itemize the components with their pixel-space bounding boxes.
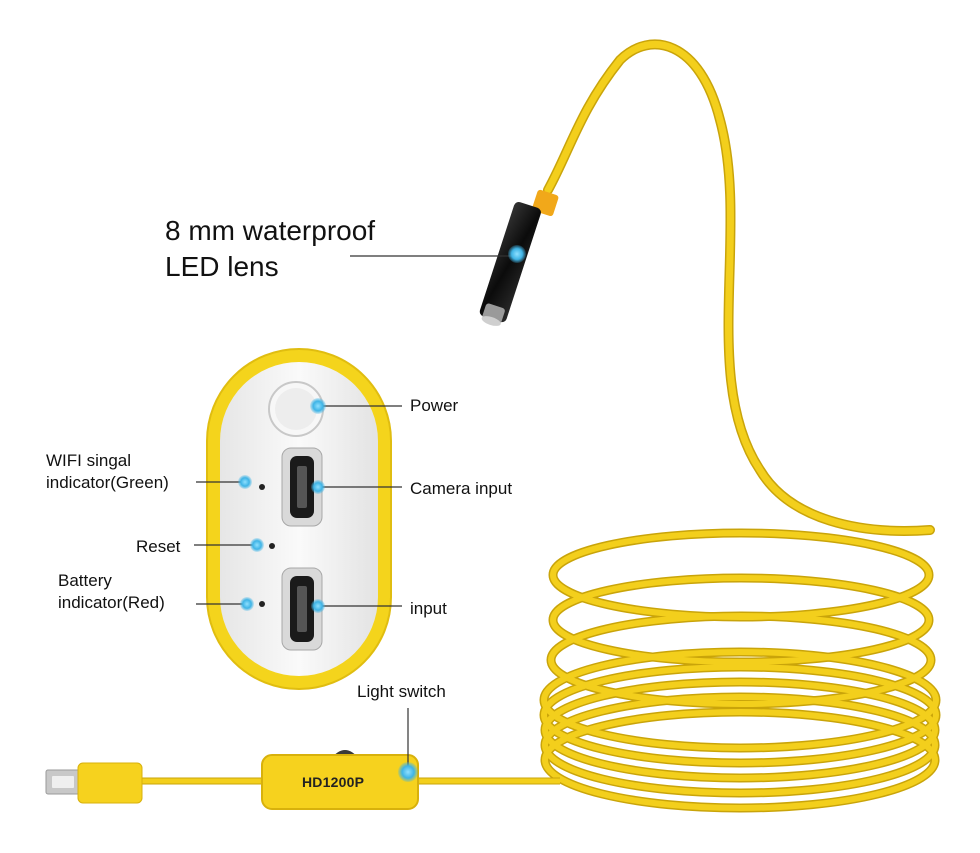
wifi-box — [206, 348, 392, 690]
battery-label-line2: indicator(Red) — [58, 593, 165, 612]
lens-label-line1: 8 mm waterproof — [165, 215, 376, 246]
highlight-dots — [238, 245, 526, 782]
light-switch-label: Light switch — [357, 682, 446, 701]
power-button-icon — [268, 381, 324, 437]
cable-to-lens — [543, 39, 935, 536]
reset-label: Reset — [136, 537, 181, 556]
model-tag: HD1200P — [302, 774, 365, 790]
lens-label-line2: LED lens — [165, 251, 279, 282]
camera-input-label: Camera input — [410, 479, 513, 498]
led-lens-icon — [479, 189, 559, 326]
battery-label-line1: Battery — [58, 571, 112, 590]
wifi-label-line2: indicator(Green) — [46, 473, 169, 492]
wifi-label-line1: WIFI singal — [46, 451, 132, 470]
micro-usb-plug-icon — [45, 762, 143, 804]
inline-control-box — [261, 750, 419, 810]
power-label: Power — [410, 396, 459, 415]
cable-coil — [539, 528, 941, 813]
input-label: input — [410, 599, 447, 618]
hdmi-port-icon — [281, 567, 323, 651]
leader-lines — [194, 255, 516, 768]
